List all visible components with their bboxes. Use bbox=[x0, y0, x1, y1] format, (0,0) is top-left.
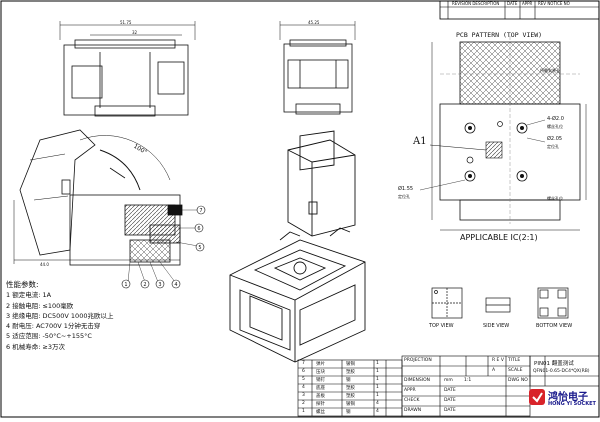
pcb-hole-b-note: 定位孔 bbox=[547, 144, 559, 149]
view-label-side: SIDE VIEW bbox=[483, 323, 510, 329]
tb-drawn-label: DRAWN bbox=[404, 408, 422, 413]
spec-item: 4 耐电压: AC700V 1分钟无击穿 bbox=[6, 322, 101, 331]
spec-item: 2 接触电阻: ≤100毫欧 bbox=[6, 301, 74, 310]
svg-text:7: 7 bbox=[199, 208, 202, 214]
logo-brand: 鸿怡电子 bbox=[548, 392, 588, 403]
pcb-pin-a1: A1 bbox=[413, 136, 427, 147]
tb-check-label: CHECK bbox=[404, 398, 420, 403]
title-block-grid bbox=[401, 355, 600, 417]
dim-front-width: 51.75 bbox=[120, 20, 132, 25]
view-label-top: TOP VIEW bbox=[429, 323, 454, 329]
tb-dimension-label: DIMENSION bbox=[404, 378, 430, 383]
dim-side-height: 44.0 bbox=[40, 262, 49, 267]
tb-part-no: QFN01-0.65-DC4*QX(RB) bbox=[533, 369, 590, 374]
svg-text:1: 1 bbox=[124, 282, 127, 288]
logo-subtitle: HONG YI SOCKET bbox=[548, 401, 596, 407]
pcb-applicable-ic: APPLICABLE IC(2:1) bbox=[460, 233, 538, 242]
rev-header-date: DATE bbox=[507, 1, 518, 6]
pcb-hole-a: 4-Ø2.0 bbox=[547, 116, 564, 122]
section-view bbox=[13, 129, 199, 283]
tb-date-label-3: DATE bbox=[444, 408, 456, 413]
tb-title-label: TITLE bbox=[508, 358, 521, 363]
revision-table bbox=[439, 0, 600, 20]
svg-text:4: 4 bbox=[174, 282, 177, 288]
side-view bbox=[279, 21, 356, 115]
mini-bottom-view bbox=[537, 287, 569, 319]
svg-text:3: 3 bbox=[158, 282, 161, 288]
tb-unit: mm bbox=[444, 378, 453, 383]
rev-header-appr: APPR bbox=[522, 1, 533, 6]
pcb-hole-c: Ø1.55 bbox=[398, 186, 414, 192]
pcb-hole-b: Ø2.05 bbox=[547, 136, 563, 142]
svg-text:2: 2 bbox=[143, 282, 146, 288]
view-label-bottom: BOTTOM VIEW bbox=[536, 323, 573, 329]
pcb-title: PCB PATTERN (TOP VIEW) bbox=[456, 31, 543, 39]
specs-title: 性能参数: bbox=[6, 280, 39, 289]
tb-title-value: PIN01 翻盖测试 bbox=[534, 361, 574, 367]
pcb-pattern bbox=[419, 36, 587, 231]
pcb-hole-d-note: 螺丝孔位 bbox=[547, 196, 563, 201]
isometric-socket bbox=[229, 130, 366, 363]
balloons bbox=[121, 205, 206, 289]
pcb-hole-c-note: 定位孔 bbox=[398, 194, 410, 199]
tb-appr-label: APPR bbox=[404, 388, 416, 393]
tb-rev-label: R E V bbox=[492, 358, 504, 363]
balloon-numbers: 1 2 3 4 7 6 5 bbox=[124, 208, 202, 288]
tb-scale-label: SCALE bbox=[508, 368, 523, 373]
dim-side-width: 45.25 bbox=[308, 20, 320, 25]
mini-side-view bbox=[485, 297, 511, 313]
tb-rev-value: A bbox=[492, 368, 496, 373]
tb-date-label-2: DATE bbox=[444, 398, 456, 403]
tb-projection: PROJECTION bbox=[404, 358, 432, 363]
spec-item: 5 适应范围: -50°C~+155°C bbox=[6, 332, 92, 341]
rev-header-notice: REV NOTICE NO bbox=[538, 1, 570, 6]
title-block: PROJECTION R E V TITLE A SCALE PIN01 翻盖测… bbox=[402, 356, 599, 416]
rev-header-desc: REVISION DESCRIPTION bbox=[452, 1, 500, 6]
svg-text:5: 5 bbox=[198, 245, 201, 251]
svg-text:6: 6 bbox=[197, 226, 200, 232]
tb-scale-value: 1:1 bbox=[464, 378, 472, 383]
tb-dwg-label: DWG NO bbox=[508, 378, 528, 383]
tb-date-label-1: DATE bbox=[444, 388, 456, 393]
mini-top-view bbox=[431, 287, 463, 319]
pcb-hole-a-note: 螺丝孔位 bbox=[547, 124, 563, 129]
front-view bbox=[59, 21, 196, 117]
spec-item: 1 额定电流: 1A bbox=[6, 291, 52, 300]
dim-front-inner: 32 bbox=[132, 30, 138, 35]
spec-item: 3 绝缘电阻: DC500V 1000兆欧以上 bbox=[6, 311, 114, 320]
pcb-note-top: 所需安装孔 bbox=[540, 68, 560, 73]
specs-block: 性能参数: 1 额定电流: 1A 2 接触电阻: ≤100毫欧 3 绝缘电阻: … bbox=[6, 280, 113, 352]
logo-mark bbox=[529, 389, 545, 405]
spec-item: 6 机械寿命: ≥3万次 bbox=[6, 342, 66, 351]
